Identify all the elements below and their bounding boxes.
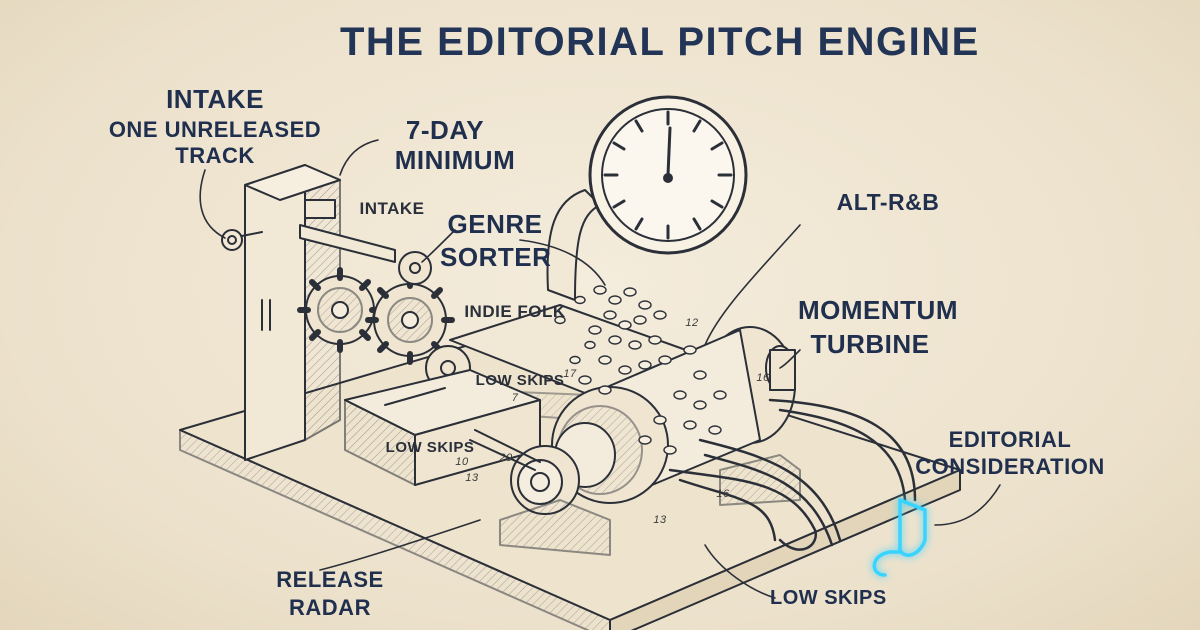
- part-number: 12: [685, 317, 699, 329]
- turbine-end: [765, 345, 796, 391]
- part-number: 7: [511, 392, 519, 404]
- label-editorial-2: CONSIDERATION: [915, 454, 1105, 479]
- label-intake-small: INTAKE: [359, 199, 425, 218]
- label-genre-1: GENRE: [447, 209, 543, 239]
- label-momentum-1: MOMENTUM: [798, 295, 958, 325]
- output-pipes: [668, 398, 917, 551]
- page-title: THE EDITORIAL PITCH ENGINE: [340, 20, 980, 64]
- clock-gauge-icon: [588, 95, 748, 255]
- label-editorial-1: EDITORIAL: [948, 427, 1072, 452]
- part-number: 10: [455, 456, 469, 468]
- part-number: 17: [563, 368, 577, 380]
- label-low-skips-b: LOW SKIPS: [385, 439, 475, 456]
- label-minimum-2: MINIMUM: [394, 145, 516, 175]
- label-genre-2: SORTER: [440, 242, 552, 272]
- intake-crank: [221, 229, 263, 251]
- label-alt-rnb: ALT-R&B: [836, 189, 940, 215]
- label-release-2: RADAR: [289, 595, 371, 620]
- part-number: 20: [499, 452, 513, 464]
- label-intake-sub-2: TRACK: [175, 143, 255, 168]
- label-release-1: RELEASE: [276, 567, 384, 592]
- part-number: 13: [465, 472, 479, 484]
- sorted-beads: [554, 285, 727, 455]
- gauge-pipe: [546, 189, 601, 301]
- label-minimum-1: 7-DAY: [405, 115, 485, 145]
- label-intake: INTAKE: [166, 84, 264, 114]
- gear-left: [297, 267, 383, 353]
- part-number: 13: [653, 514, 667, 526]
- gear-center: [365, 275, 455, 365]
- intake-rod: [299, 199, 396, 263]
- gear-small-top: [398, 251, 432, 285]
- music-note-icon: [872, 498, 927, 577]
- part-number: 16: [756, 372, 770, 384]
- label-low-skips-a: LOW SKIPS: [475, 372, 565, 389]
- leader-lines: [199, 139, 1001, 599]
- label-low-skips-c: LOW SKIPS: [770, 587, 887, 609]
- label-intake-sub-1: ONE UNRELEASED: [108, 117, 322, 142]
- label-indie-folk: INDIE FOLK: [464, 302, 566, 321]
- drive-wheel: [469, 429, 580, 515]
- part-number: 16: [716, 488, 730, 500]
- label-momentum-2: TURBINE: [810, 329, 930, 359]
